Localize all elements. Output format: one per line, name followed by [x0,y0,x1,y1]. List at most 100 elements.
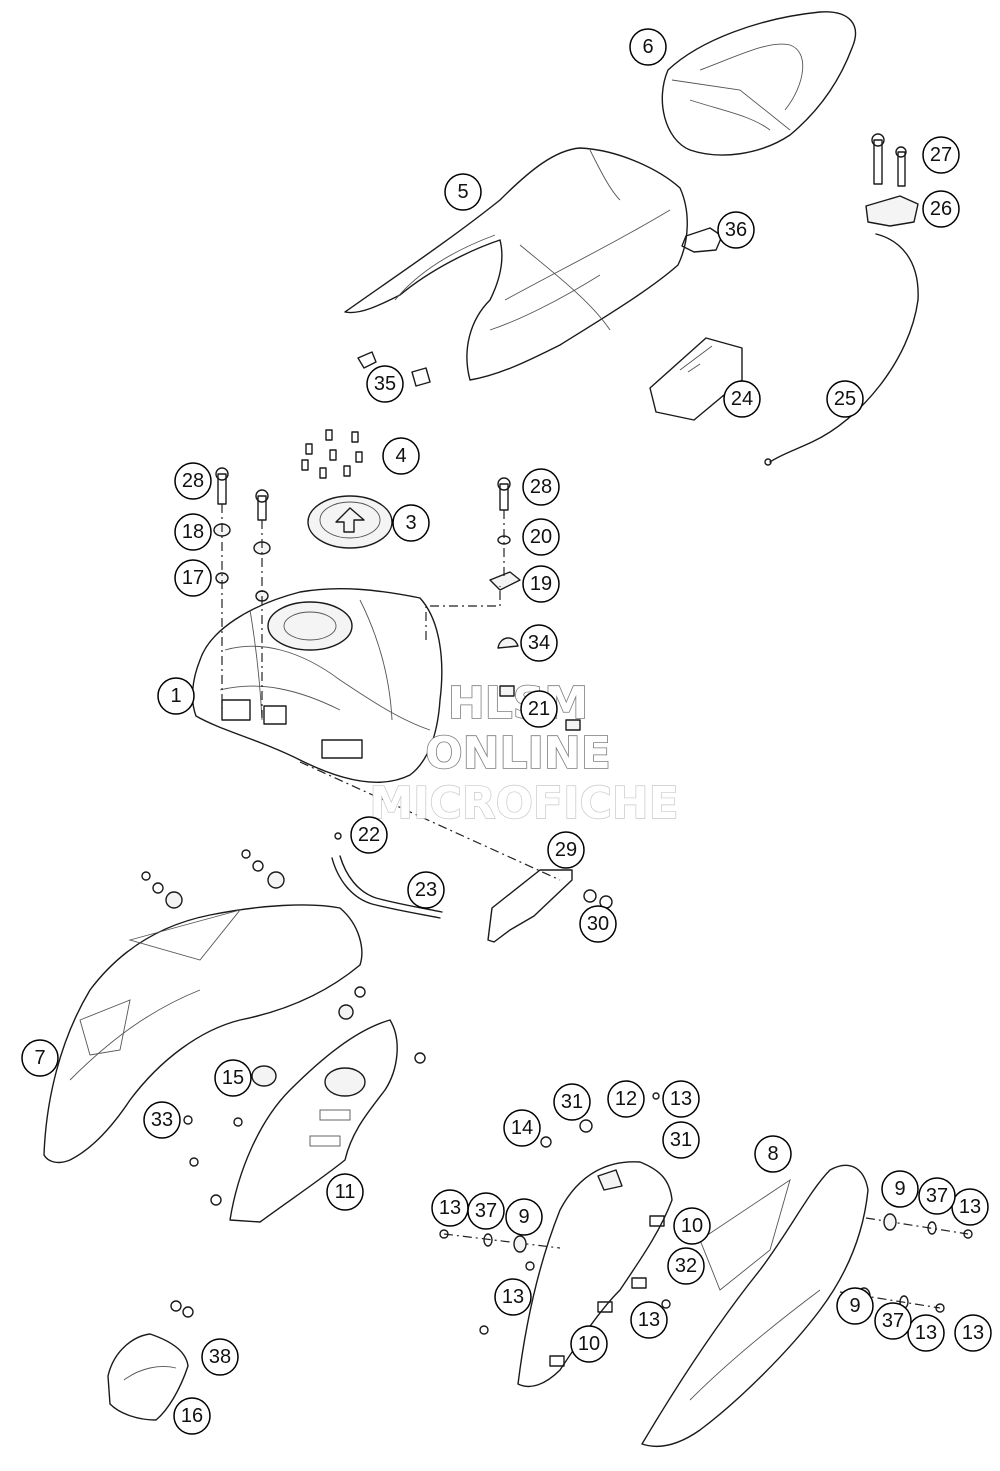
clip-part-21a [499,685,515,697]
callout-circle [520,690,558,728]
watermark-line-3: MICROFICHE [369,778,678,829]
side-cover-part-8 [641,1164,869,1447]
callout-1: 1 [157,677,195,715]
callout-number: 38 [209,1346,231,1368]
callout-19: 19 [522,565,560,603]
callout-circle [667,1247,705,1285]
callout-14: 14 [503,1109,541,1147]
callout-circle [382,437,420,475]
callout-number: 9 [894,1178,905,1200]
callout-number: 13 [502,1286,524,1308]
callout-27: 27 [922,136,960,174]
callout-number: 27 [930,144,952,166]
callout-number: 4 [395,445,406,467]
callout-number: 11 [335,1181,356,1203]
callout-number: 13 [962,1322,984,1344]
callout-17: 17 [174,559,212,597]
callout-circle [922,190,960,228]
callout-circle [407,871,445,909]
callout-number: 16 [181,1405,203,1427]
callout-35: 35 [366,365,404,403]
callout-circle [174,462,212,500]
callout-7: 7 [21,1039,59,1077]
callout-number: 1 [170,685,181,707]
callout-circle [392,504,430,542]
callout-number: 37 [882,1310,904,1332]
callout-number: 26 [930,198,952,220]
callout-circle [143,1101,181,1139]
callout-number: 32 [675,1255,697,1277]
callout-number: 37 [926,1185,948,1207]
watermark-line-2: ONLINE [425,728,611,779]
callout-13: 13 [951,1188,989,1226]
screw-set-part-4 [301,429,363,479]
callout-circle [505,1198,543,1236]
callout-circle [630,1301,668,1339]
callout-38: 38 [201,1338,239,1376]
callout-13: 13 [630,1301,668,1339]
callout-number: 7 [34,1047,45,1069]
callout-9: 9 [505,1198,543,1236]
callout-circle [157,677,195,715]
callout-number: 8 [767,1143,778,1165]
callout-circle [629,28,667,66]
callout-20: 20 [522,518,560,556]
callout-18: 18 [174,513,212,551]
screw-row-left [439,1229,671,1335]
callout-37: 37 [918,1177,956,1215]
callout-circle [907,1314,945,1352]
callout-3: 3 [392,504,430,542]
callout-number: 6 [642,36,653,58]
bracket-part-29 [487,869,613,943]
callout-circle [754,1135,792,1173]
callout-number: 10 [681,1215,703,1237]
callout-circle [21,1039,59,1077]
callout-circle [522,518,560,556]
callout-37: 37 [467,1192,505,1230]
callout-number: 30 [587,913,609,935]
callout-number: 13 [670,1088,692,1110]
callout-26: 26 [922,190,960,228]
callout-circle [494,1278,532,1316]
callout-number: 19 [530,573,552,595]
bracket-part-36 [681,227,723,253]
callout-number: 13 [638,1309,660,1331]
callout-number: 10 [578,1333,600,1355]
mount-screws-part-7 [141,849,285,909]
callout-number: 33 [151,1109,173,1131]
callout-number: 18 [182,521,204,543]
callout-circle [607,1080,645,1118]
callout-number: 29 [555,839,577,861]
side-cover-part-7 [43,904,363,1164]
callout-37: 37 [874,1302,912,1340]
watermark: HLSM ONLINE MICROFICHE [369,677,680,830]
callout-number: 17 [182,567,204,589]
callout-circle [522,565,560,603]
callout-circle [174,513,212,551]
rubber-part-34 [497,637,519,649]
callout-number: 24 [731,388,753,410]
callout-11: 11 [326,1173,364,1211]
callout-circle [570,1325,608,1363]
callout-13: 13 [954,1314,992,1352]
callout-21: 21 [520,690,558,728]
callout-number: 31 [561,1091,583,1113]
callout-6: 6 [629,28,667,66]
callout-34: 34 [520,624,558,662]
callout-number: 34 [528,632,550,654]
callout-31: 31 [553,1083,591,1121]
callout-circle [520,624,558,662]
cover-part-16 [107,1333,189,1421]
callout-28: 28 [174,462,212,500]
callout-number: 22 [358,824,380,846]
callout-number: 13 [915,1322,937,1344]
callout-circle [874,1302,912,1340]
callout-number: 15 [222,1067,244,1089]
callout-circle [553,1083,591,1121]
callout-8: 8 [754,1135,792,1173]
callout-circle [673,1207,711,1245]
callout-number: 37 [475,1200,497,1222]
callout-circle [836,1287,874,1325]
seat-lock-part-26 [865,133,919,227]
